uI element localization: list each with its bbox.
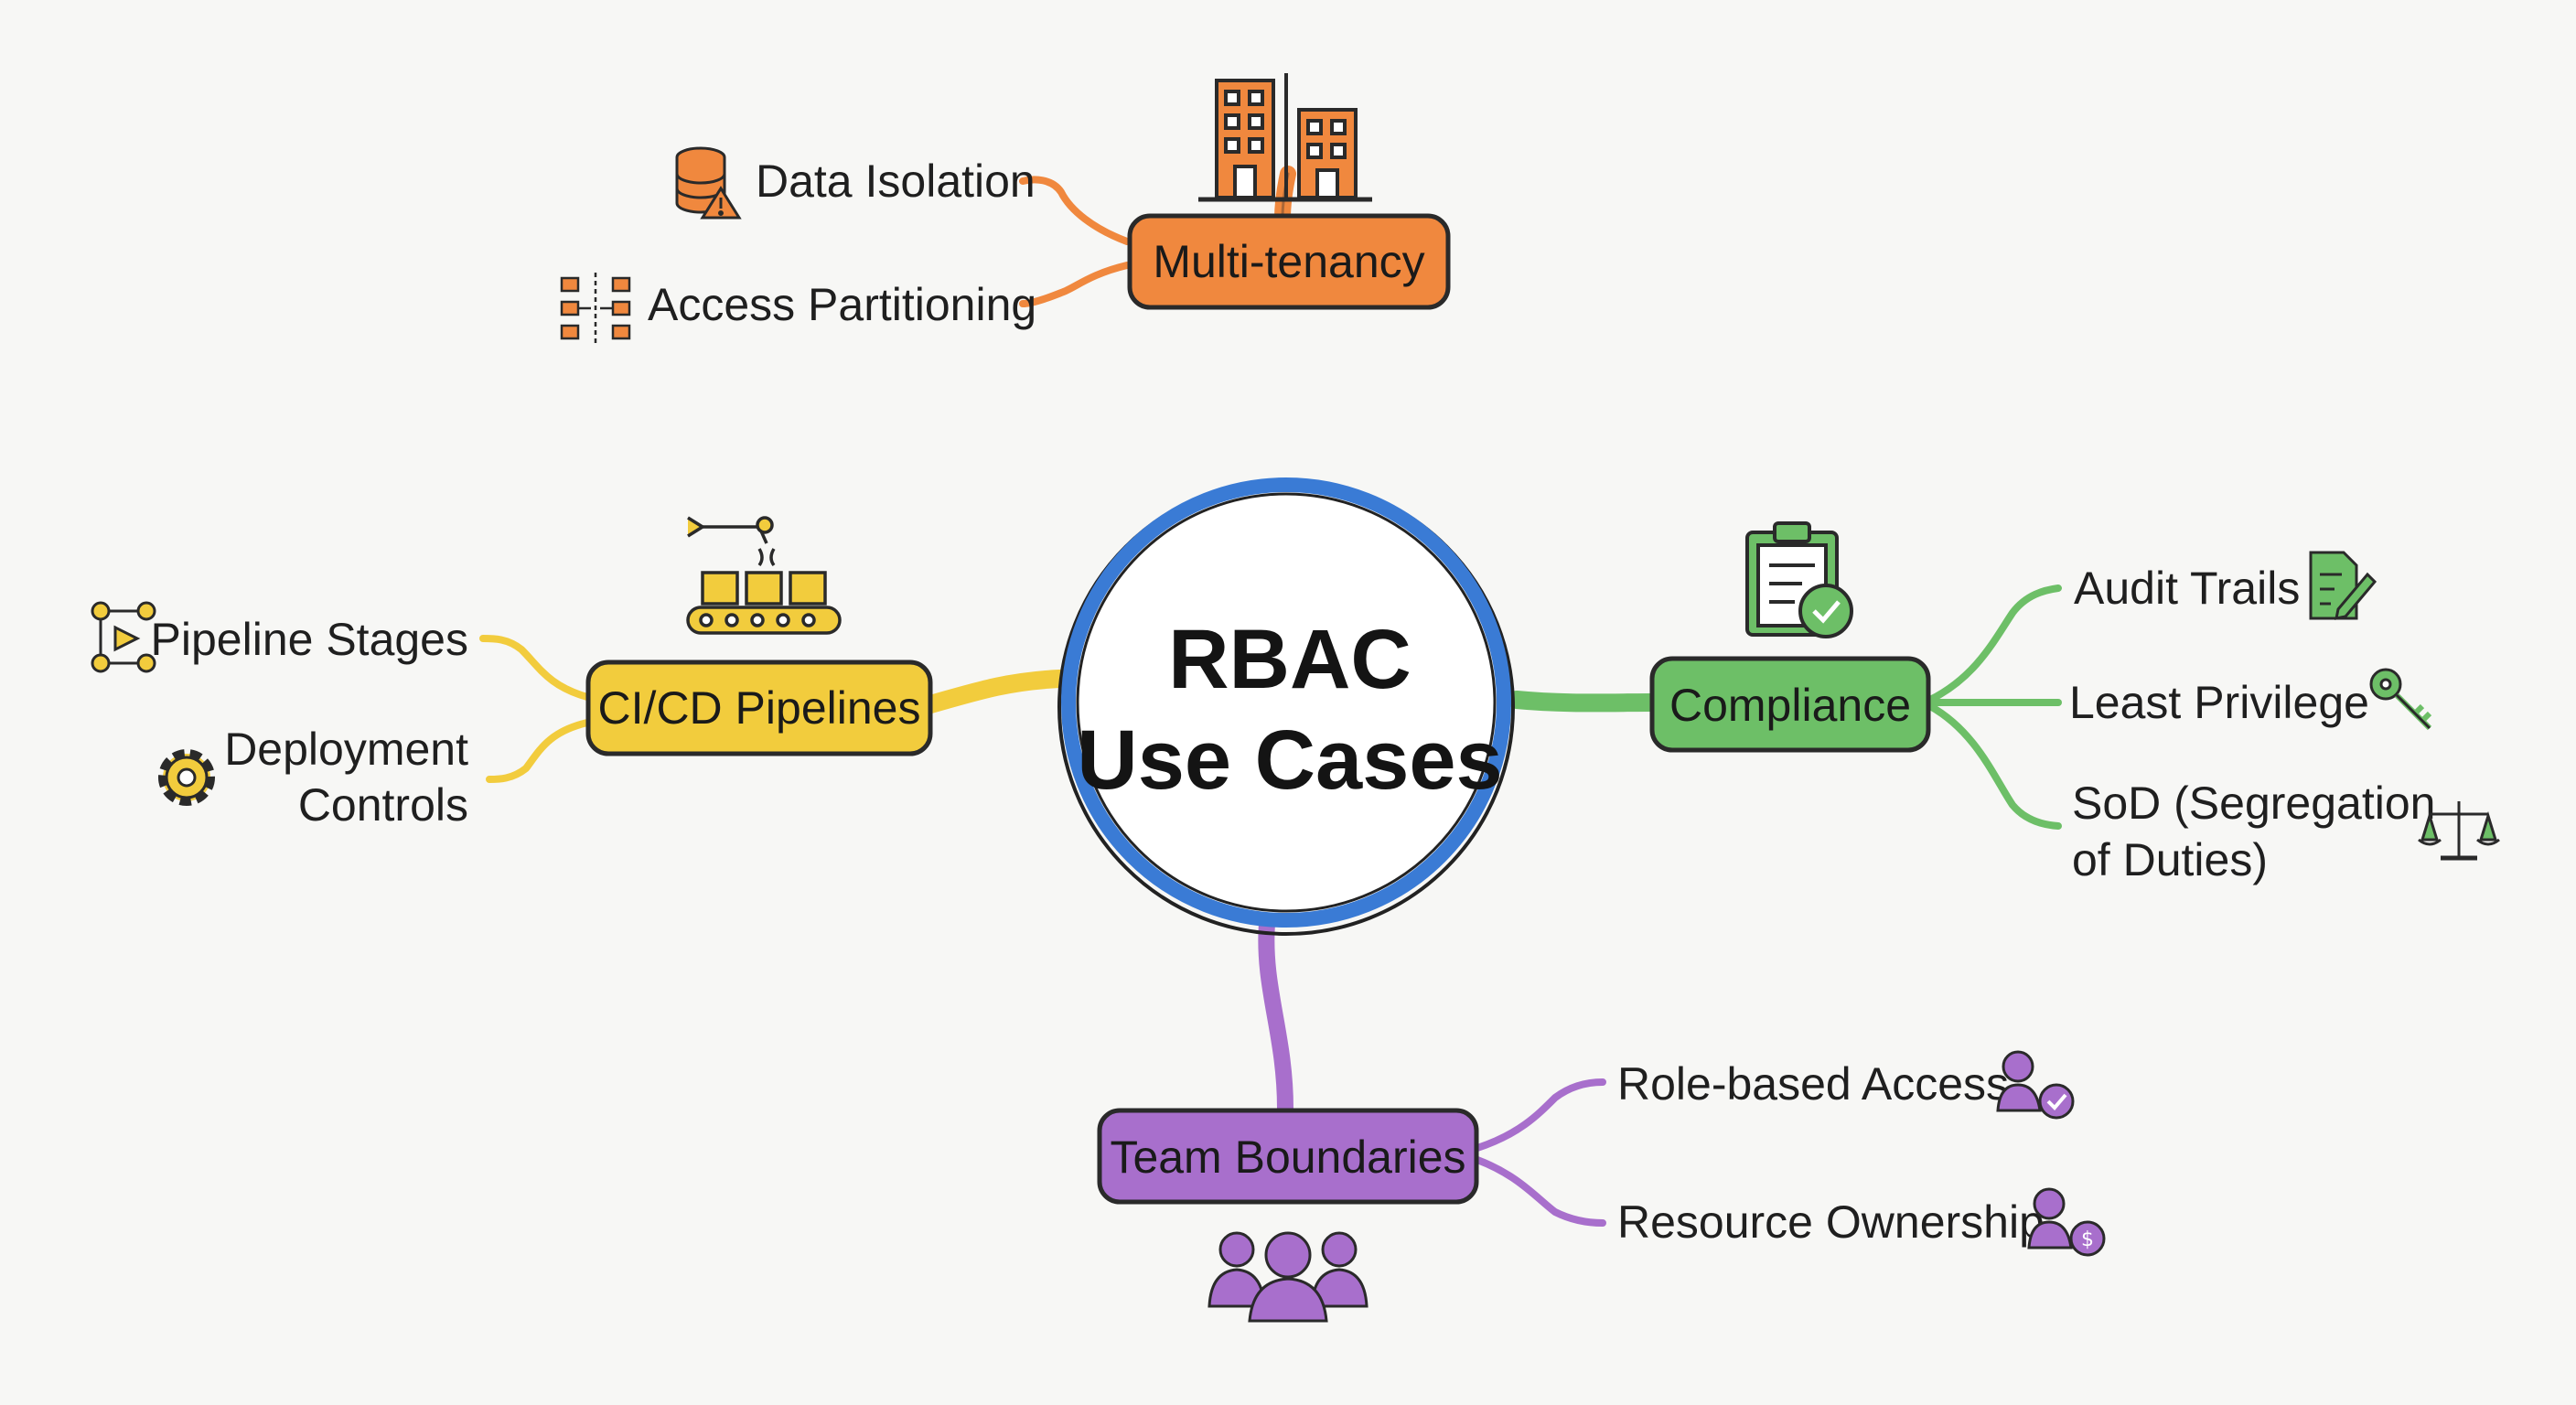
branch-compliance: Compliance Audit Trails Least Privilege … xyxy=(1649,521,2500,885)
center-circle xyxy=(1061,477,1511,928)
center-title-line1: RBAC xyxy=(1168,613,1411,706)
svg-text:$: $ xyxy=(2081,1228,2094,1251)
people-group-icon xyxy=(1208,1231,1368,1323)
document-edit-icon xyxy=(2309,551,2377,620)
branch-multitenancy: Multi-tenancy Data Isolation Access Part… xyxy=(560,73,1451,344)
pipeline-nodes-icon xyxy=(91,601,156,673)
connector-data-isolation xyxy=(1019,176,1131,245)
team-label: Team Boundaries xyxy=(1110,1132,1465,1183)
multitenancy-box xyxy=(1127,213,1451,310)
leaf-pipeline-stages: Pipeline Stages xyxy=(151,614,468,665)
multitenancy-label: Multi-tenancy xyxy=(1153,236,1424,287)
leaf-deployment-controls-line2: Controls xyxy=(298,779,468,831)
center-node: RBAC Use Cases xyxy=(1057,477,1515,936)
connector-audit-trails xyxy=(1927,585,2062,703)
cicd-box xyxy=(585,660,933,756)
connector-center-cicd xyxy=(906,670,1068,718)
partition-network-icon xyxy=(560,273,631,344)
compliance-label: Compliance xyxy=(1669,680,1911,731)
leaf-audit-trails: Audit Trails xyxy=(2074,563,2300,614)
connectors xyxy=(479,166,2062,1227)
database-warning-icon xyxy=(675,146,742,220)
connector-center-team xyxy=(1258,916,1293,1117)
connector-resource-ownership xyxy=(1474,1156,1606,1227)
leaf-access-partitioning: Access Partitioning xyxy=(648,279,1036,330)
balance-scale-icon xyxy=(2418,801,2500,861)
connector-access-partitioning xyxy=(1019,262,1131,307)
cicd-label: CI/CD Pipelines xyxy=(598,682,921,734)
center-circle-inner-outline xyxy=(1076,492,1497,913)
user-check-icon xyxy=(1996,1050,2075,1120)
leaf-role-based-access: Role-based Access xyxy=(1617,1058,2009,1110)
key-icon xyxy=(2369,668,2432,731)
robot-conveyor-icon xyxy=(686,516,842,635)
connector-sod xyxy=(1927,702,2062,830)
leaf-deployment-controls-line1: Deployment xyxy=(224,724,468,775)
leaf-least-privilege: Least Privilege xyxy=(2069,677,2369,728)
leaf-sod-line2: of Duties) xyxy=(2072,834,2268,885)
connector-role-based-access xyxy=(1474,1078,1606,1152)
connector-deployment-controls xyxy=(486,719,591,783)
clipboard-check-icon xyxy=(1745,521,1853,638)
buildings-icon xyxy=(1198,73,1372,202)
leaf-sod-line1: SoD (Segregation xyxy=(2072,778,2435,829)
leaf-data-isolation: Data Isolation xyxy=(756,156,1036,207)
user-dollar-icon: $ xyxy=(2027,1187,2106,1257)
compliance-box xyxy=(1649,656,1931,753)
team-box xyxy=(1097,1108,1479,1205)
gear-icon xyxy=(158,749,215,806)
connector-center-compliance xyxy=(1508,691,1660,713)
connector-pipeline-stages xyxy=(479,635,591,701)
branch-team: Team Boundaries Role-based Access Resour… xyxy=(1097,1050,2106,1323)
branch-cicd: CI/CD Pipelines Pipeline Stages Deployme… xyxy=(91,516,933,831)
leaf-resource-ownership: Resource Ownership xyxy=(1617,1196,2045,1248)
center-title-line2: Use Cases xyxy=(1077,713,1502,807)
